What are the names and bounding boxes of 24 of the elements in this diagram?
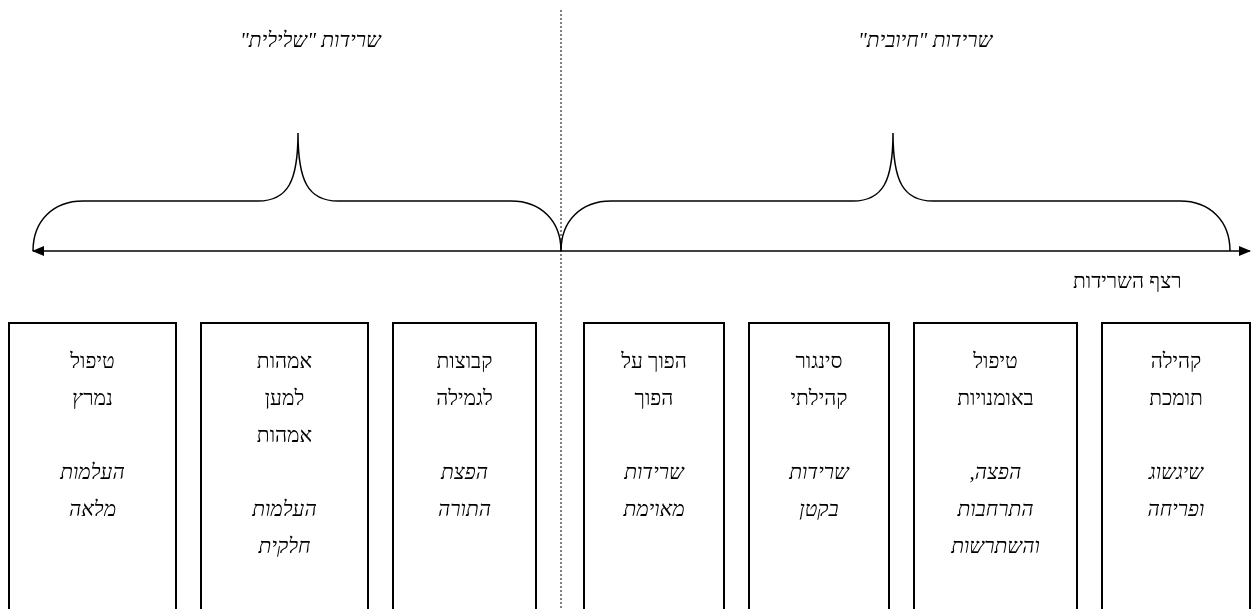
box-heading: אמהות למען אמהות xyxy=(255,348,314,449)
box-description: שרידות מאוימת xyxy=(622,459,686,523)
box-description: שרידות בקטן xyxy=(788,459,851,523)
box-heading: טיפול באומנויות xyxy=(956,348,1035,412)
category-box xyxy=(748,322,890,609)
category-box xyxy=(1101,322,1251,609)
category-box xyxy=(583,322,725,609)
box-description: הפצת התורה xyxy=(436,459,493,523)
category-box xyxy=(392,322,537,609)
box-heading: הפוך על הפוך xyxy=(620,348,688,412)
box-heading: טיפול נמרץ xyxy=(69,348,116,412)
box-description: העלמות חלקית xyxy=(251,496,318,560)
box-description: שיגשוג ופריחה xyxy=(1146,459,1206,523)
box-description: העלמות מלאה xyxy=(59,459,126,523)
box-heading: סינגור קהילתי xyxy=(789,348,849,412)
category-box xyxy=(200,322,369,609)
category-box xyxy=(8,322,177,609)
range-label: שרידות "שלילית" xyxy=(240,28,381,53)
box-heading: קהילה תומכת xyxy=(1148,348,1204,412)
range-label: שרידות "חיובית" xyxy=(858,28,993,53)
box-description: הפצה, התרחבות והשתרשות xyxy=(950,459,1041,560)
category-box xyxy=(913,322,1078,609)
box-heading: קבוצות לגמילה xyxy=(435,348,494,412)
axis-label: רצף השרידות xyxy=(1073,269,1182,294)
